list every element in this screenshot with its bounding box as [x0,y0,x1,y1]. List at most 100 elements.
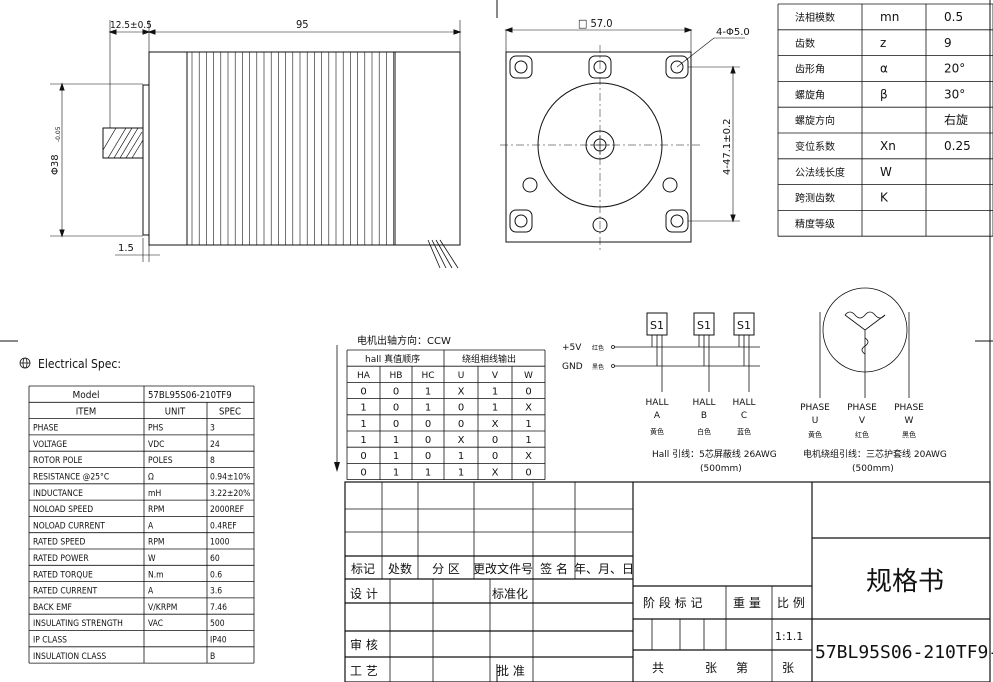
dim-flange-thickness: 1.5 [118,243,134,254]
document-title: 规格书 [866,567,944,597]
hall-lead-note: Hall 引线：5芯屏蔽线 26AWG [652,448,777,460]
spec-item: NOLOAD SPEED [33,505,93,515]
spec-item: RESISTANCE @25°C [33,473,109,483]
label-sheet-unit: 张 [782,661,794,675]
spec-value: IP40 [210,636,227,646]
spec-unit: N.m [148,570,164,580]
hall-cell: 1 [458,451,464,462]
gear-param-symbol: α [880,62,888,76]
hall-cell: 0 [425,435,431,446]
label-total: 共 [652,661,664,675]
dim-shaft-diameter: Φ38 [50,154,61,175]
gnd-color: 黑色 [592,363,604,371]
spec-model-label: Model [72,390,99,401]
gear-param-name: 螺旋方向 [795,114,835,127]
revision-header: 年、月、日 [574,562,634,576]
hall-wire-color: 黄色 [650,427,664,436]
hall-cell: 0 [425,419,431,430]
hall-cell: X [458,386,465,397]
cooling-fins [191,52,394,245]
spec-value: 3.22±20% [210,489,250,499]
hall-cell: 1 [360,403,366,414]
spec-unit: A [148,521,154,531]
hall-cell: 1 [525,435,531,446]
gear-param-name: 齿形角 [795,64,825,76]
scale-value: 1:1.1 [775,630,803,643]
hall-cell: X [458,435,465,446]
spec-value: 500 [210,619,225,629]
spec-unit: mH [148,489,161,499]
motor-dimensions: 12.5±0.5 95 Φ38 -0.05 1.5 [50,18,309,254]
spec-item: RATED TORQUE [33,570,93,580]
hall-cell: 1 [393,435,399,446]
phase-lead-length: (500mm) [852,464,894,474]
motor-side-view [50,20,462,269]
hall-cell: 0 [360,467,366,478]
gear-param-name: 精度等级 [795,217,835,230]
hall-sensor-label: S1 [650,319,664,332]
hall-cell: X [525,451,532,462]
hall-column-header: HB [390,371,403,381]
hall-cell: 1 [360,435,366,446]
hall-cell: X [492,467,499,478]
spec-unit: A [148,587,154,597]
gear-param-name: 齿数 [795,37,815,50]
hall-cell: 1 [425,403,431,414]
hall-column-header: HC [421,371,434,381]
phase-wire-color: 红色 [855,430,869,439]
gear-param-value: 30° [944,87,965,101]
label-approve: 批 准 [497,663,525,678]
spec-unit: V/KRPM [148,603,177,613]
hall-cell: 1 [492,403,498,414]
revision-header: 签 名 [540,561,568,576]
gear-param-symbol: mn [880,10,899,24]
hall-cell: 0 [360,451,366,462]
flange-front-view [500,27,745,250]
label-stage-mark: 阶 段 标 记 [643,595,702,610]
gnd-label: GND [562,362,583,372]
gear-param-name: 螺旋角 [795,88,825,101]
hall-letter: C [741,411,747,421]
hall-sequence-header: hall 真值顺序 [365,353,420,365]
vcc-color: 红色 [592,344,604,352]
gear-param-name: 法相模数 [795,11,835,24]
gear-param-value: 9 [944,36,952,50]
output-direction: 电机出轴方向：CCW [357,334,451,347]
hall-cell: 1 [360,419,366,430]
spec-item: VOLTAGE [33,440,67,450]
spec-value: 8 [210,456,215,466]
revision-header: 分 区 [432,562,460,576]
hall-cell: 0 [393,386,399,397]
vcc-label: +5V [562,343,582,353]
label-scale: 比 例 [777,596,805,610]
spec-value: 0.4REF [210,521,237,531]
hall-column-header: V [492,371,499,381]
label-design: 设 计 [350,587,378,601]
hall-cell: 1 [458,467,464,478]
gear-param-name: 变位系数 [795,140,835,153]
dim-hole-pitch: 4-47.1±0.2 [722,118,733,175]
gear-param-symbol: W [880,165,892,179]
hall-wire-color: 蓝色 [737,427,751,436]
spec-unit: W [148,554,156,564]
revision-header: 更改文件号 [473,561,533,576]
spec-value: 3.6 [210,587,222,597]
spec-item: INSULATION CLASS [33,652,106,662]
spec-value: 0.94±10% [210,473,250,483]
hall-cell: 0 [393,403,399,414]
label-sheet-no: 第 [736,661,748,675]
hall-column-header: HA [357,371,371,381]
spec-header-unit: UNIT [165,406,186,417]
spec-header-item: ITEM [76,406,97,417]
spec-value: 60 [210,554,220,564]
spec-item: INDUCTANCE [33,489,83,499]
spec-item: RATED CURRENT [33,587,97,597]
gear-param-value: 0.25 [944,139,971,153]
flange-dimensions: □ 57.0 4-Φ5.0 4-47.1±0.2 [578,17,750,175]
gear-param-symbol: Xn [880,139,896,153]
hall-cell: 0 [458,403,464,414]
spec-item: RATED SPEED [33,538,85,548]
hall-cell: 0 [393,419,399,430]
corner-holes [509,55,689,233]
spec-item: ROTOR POLE [33,456,83,466]
